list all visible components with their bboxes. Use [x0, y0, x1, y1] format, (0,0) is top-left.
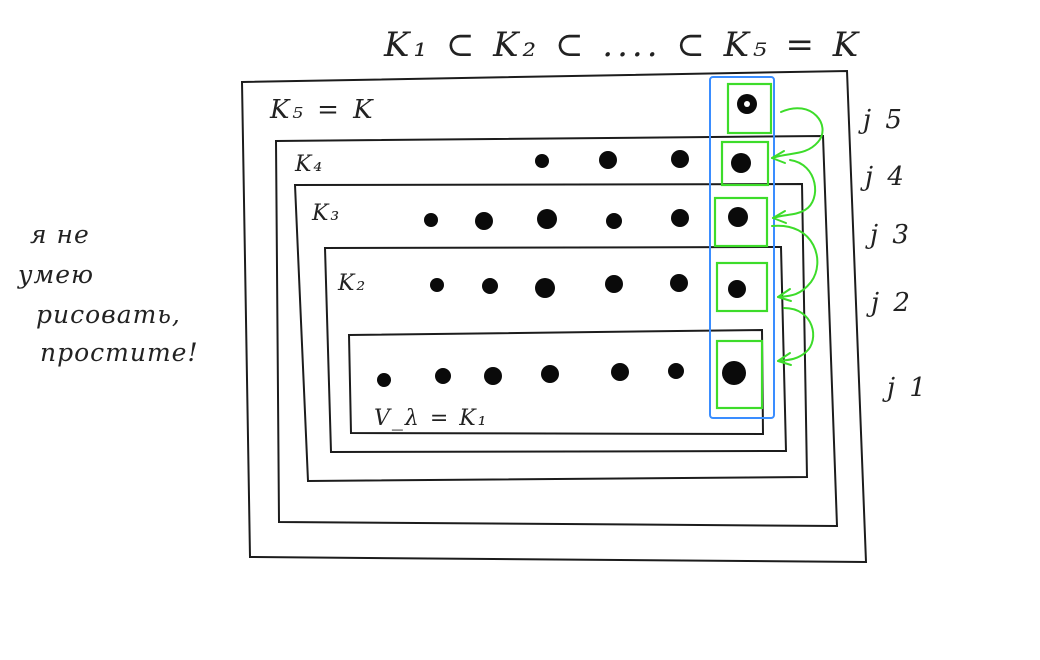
- note-line-3: рисовать,: [36, 300, 181, 329]
- index-j4: j 4: [860, 162, 907, 192]
- arrow-2-to-1: [777, 307, 815, 362]
- dot: [535, 278, 555, 298]
- dot: [728, 280, 746, 298]
- dot: [599, 151, 617, 169]
- dot: [475, 212, 493, 230]
- note-line-4: простите!: [40, 338, 199, 367]
- dot: [728, 207, 748, 227]
- frame-k1: [347, 328, 765, 436]
- dot: [731, 153, 751, 173]
- dot: [377, 373, 391, 387]
- label-k4: K₄: [294, 152, 324, 177]
- frame-k5: [240, 69, 868, 564]
- dot: [670, 274, 688, 292]
- dot: [605, 275, 623, 293]
- chain-formula: K₁ ⊂ K₂ ⊂ .... ⊂ K₅ = K: [383, 25, 862, 65]
- arrowhead: [777, 352, 792, 366]
- note-line-2: умею: [17, 260, 94, 289]
- label-k5: K₅ = K: [269, 95, 376, 125]
- dot: [430, 278, 444, 292]
- arrow-5-to-4: [771, 107, 824, 159]
- dot: [541, 365, 559, 383]
- arrow-3-to-2: [771, 224, 819, 298]
- index-j5: j 5: [858, 105, 905, 135]
- dot: [535, 154, 549, 168]
- index-j3: j 3: [865, 220, 912, 250]
- dot: [424, 213, 438, 227]
- dot: [611, 363, 629, 381]
- highlight-column: [709, 76, 775, 419]
- dot: [482, 278, 498, 294]
- dot: [722, 361, 746, 385]
- index-j2: j 2: [866, 288, 913, 318]
- dot: [671, 150, 689, 168]
- frame-k4: [274, 134, 839, 528]
- arrowhead: [772, 210, 787, 224]
- index-j1: j 1: [882, 373, 929, 403]
- label-k2: K₂: [337, 271, 367, 296]
- dot: [435, 368, 451, 384]
- note-line-1: я не: [30, 220, 90, 249]
- dot: [484, 367, 502, 385]
- highlight-box-k1: [715, 339, 764, 410]
- highlight-box-k2: [715, 261, 769, 313]
- highlight-box-k5: [726, 82, 773, 135]
- dot: [537, 209, 557, 229]
- dot: [668, 363, 684, 379]
- arrowhead: [771, 150, 786, 164]
- frame-k2: [323, 245, 788, 454]
- highlight-box-k4: [720, 140, 770, 187]
- arrow-4-to-3: [772, 159, 817, 219]
- dot-center: [744, 101, 750, 107]
- frame-k3: [293, 182, 809, 483]
- dot: [671, 209, 689, 227]
- highlight-box-k3: [713, 196, 769, 248]
- dot: [606, 213, 622, 229]
- label-k3: K₃: [311, 201, 341, 226]
- arrowhead: [777, 288, 792, 302]
- label-k1: V_λ = K₁: [374, 406, 489, 431]
